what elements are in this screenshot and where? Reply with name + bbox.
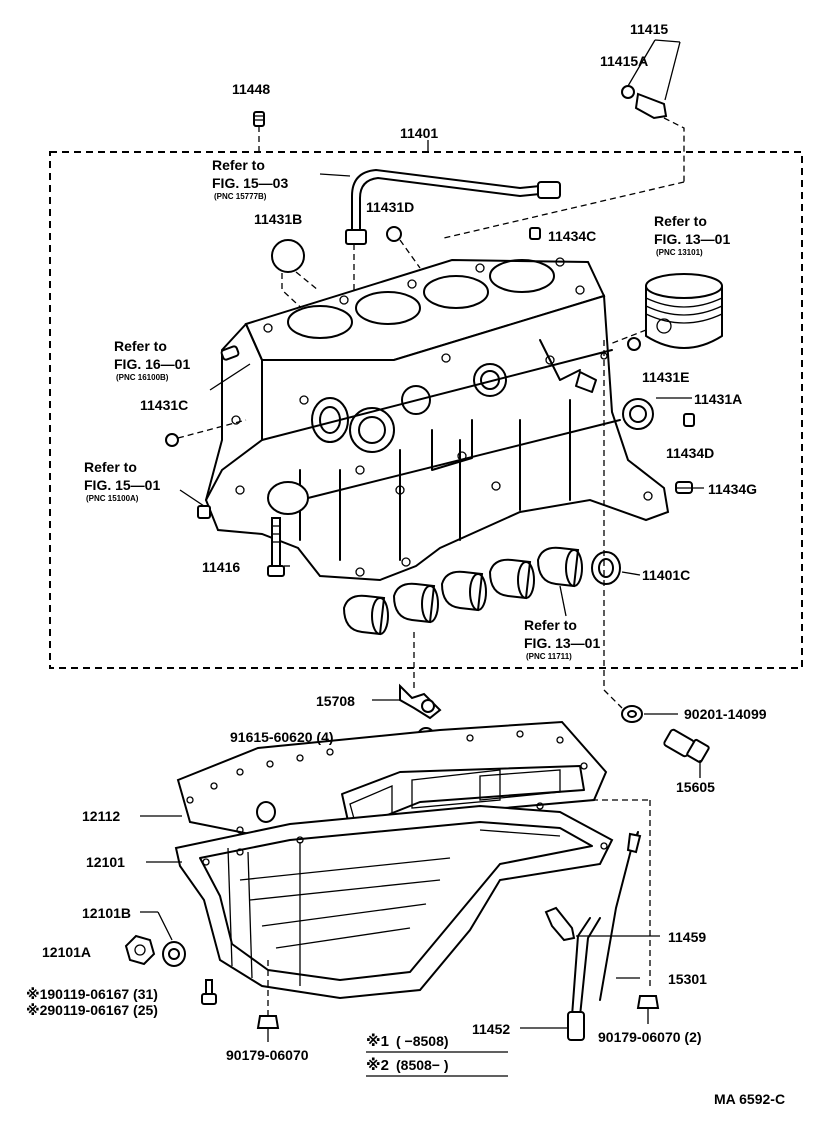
label-11415A: 11415A	[600, 53, 648, 69]
nut-90179-right	[636, 995, 660, 1024]
ref4-line2: FIG. 15—01	[84, 477, 160, 493]
bolt-11416	[267, 517, 285, 577]
plug-11431D	[386, 226, 421, 269]
ref2-pnc: (PNC 13101)	[656, 248, 703, 257]
clamp-11459	[544, 906, 660, 942]
gasket-12101B	[140, 911, 186, 967]
label-90119-a: ※190119-06167 (31)	[26, 986, 158, 1002]
label-11434D: 11434D	[666, 445, 714, 461]
label-11448: 11448	[232, 81, 270, 97]
ref2-line2: FIG. 13—01	[654, 231, 730, 247]
oil-pan-12101	[146, 799, 651, 1000]
pin-16-01	[220, 345, 240, 361]
ref3-pnc: (PNC 16100B)	[116, 373, 169, 382]
bolt-90119	[201, 979, 217, 1005]
label-11431D: 11431D	[366, 199, 414, 215]
piston-reference	[609, 273, 723, 349]
bearing-set	[342, 546, 583, 636]
plug-11434C	[529, 227, 541, 240]
pin-11434D	[683, 413, 695, 427]
label-90179-right: 90179-06070 (2)	[598, 1029, 702, 1045]
cylinder-block-11401	[204, 257, 670, 582]
label-12101B: 12101B	[82, 905, 131, 921]
oil-level-gauge-15301	[599, 831, 642, 1001]
label-90119-b: ※290119-06167 (25)	[26, 1002, 158, 1018]
oil-filter-union-11415	[443, 39, 685, 239]
plug-11431E	[627, 337, 641, 351]
label-12101A: 12101A	[42, 944, 91, 960]
thrust-bearing-11401C	[591, 340, 641, 709]
gasket-90201	[621, 705, 678, 723]
legend-row2-mark: ※2	[366, 1056, 389, 1074]
ref1-line2: FIG. 15—03	[212, 175, 288, 191]
label-90179-left: 90179-06070	[226, 1047, 309, 1063]
figure-code: MA 6592-C	[714, 1091, 785, 1107]
ref3-line2: FIG. 16—01	[114, 356, 190, 372]
ref1-pnc: (PNC 15777B)	[214, 192, 267, 201]
label-15301: 15301	[668, 971, 707, 987]
label-11431E: 11431E	[642, 369, 690, 385]
ref5-line2: FIG. 13—01	[524, 635, 600, 651]
variant-legend: ※1 ( −8508) ※2 (8508− )	[366, 1032, 508, 1077]
ref4-line1: Refer to	[84, 459, 137, 475]
legend-row1-text: ( −8508)	[396, 1033, 449, 1049]
nut-90179-left	[256, 960, 280, 1042]
drain-plug-12101A	[124, 934, 156, 966]
label-11431C: 11431C	[140, 397, 188, 413]
drain-plug-15605	[663, 728, 710, 778]
ref2-line1: Refer to	[654, 213, 707, 229]
label-11434C: 11434C	[548, 228, 596, 244]
label-12112: 12112	[82, 808, 120, 824]
label-11459: 11459	[668, 929, 706, 945]
label-91615: 91615-60620 (4)	[230, 729, 334, 745]
ref4-pnc: (PNC 15100A)	[86, 494, 139, 503]
legend-row2-text: (8508− )	[396, 1057, 449, 1073]
label-11431B: 11431B	[254, 211, 302, 227]
stud-11448	[253, 111, 265, 152]
ref1-line1: Refer to	[212, 157, 265, 173]
label-15708: 15708	[316, 693, 355, 709]
label-11452: 11452	[472, 1021, 510, 1037]
pin-15-01	[179, 489, 211, 519]
plug-11431B	[271, 239, 319, 317]
seal-11431A	[622, 398, 654, 430]
label-11431A: 11431A	[694, 391, 742, 407]
oil-strainer-bracket-15708	[372, 683, 442, 720]
label-11416: 11416	[202, 559, 240, 575]
label-90201: 90201-14099	[684, 706, 767, 722]
plug-11431C	[165, 419, 247, 447]
label-11415: 11415	[630, 21, 668, 37]
ref5-pnc: (PNC 11711)	[526, 652, 572, 661]
label-11434G: 11434G	[708, 481, 757, 497]
legend-row1-mark: ※1	[366, 1032, 389, 1050]
label-11401C: 11401C	[642, 567, 690, 583]
label-15605: 15605	[676, 779, 715, 795]
label-12101: 12101	[86, 854, 125, 870]
leader-16-01	[209, 363, 251, 391]
ref5-line1: Refer to	[524, 617, 577, 633]
ref3-line1: Refer to	[114, 338, 167, 354]
label-11401: 11401	[400, 125, 438, 141]
